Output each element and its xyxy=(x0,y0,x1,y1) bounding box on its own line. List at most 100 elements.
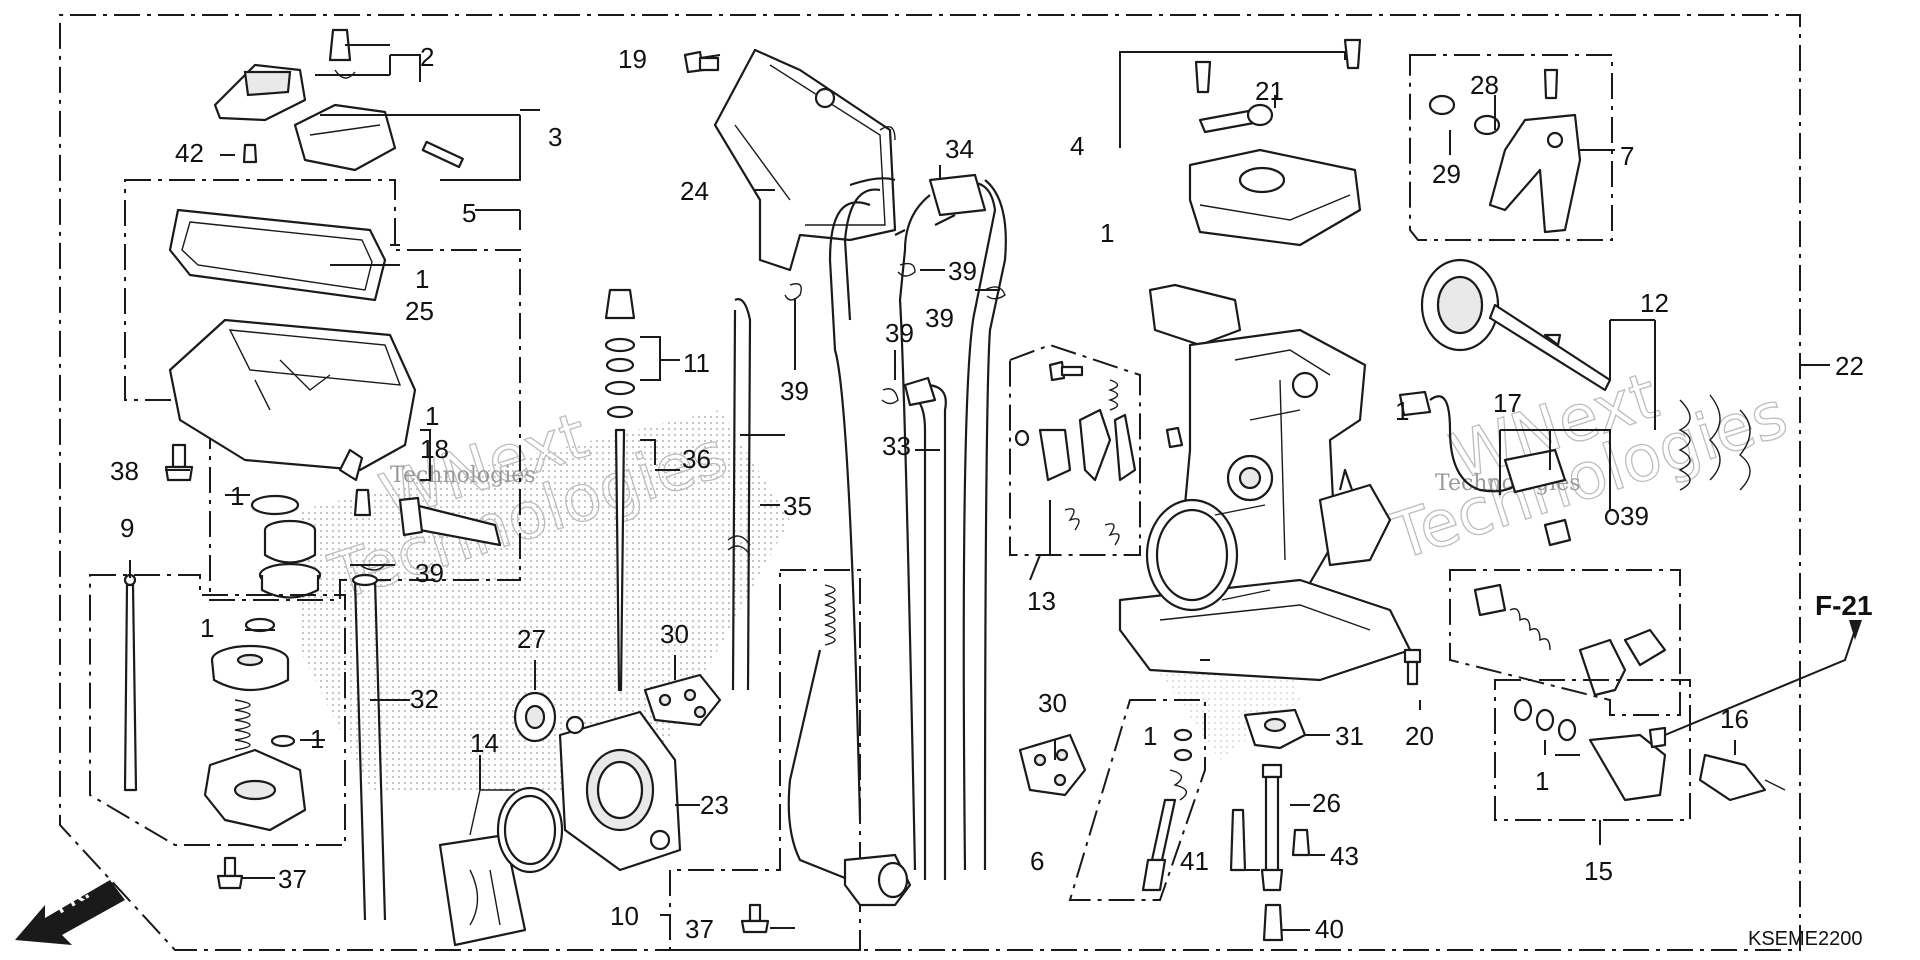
throttle-body-part-23 xyxy=(558,710,682,872)
callout-31: 31 xyxy=(1335,721,1364,751)
leader-lines xyxy=(129,44,1830,931)
hot-start-part-15 xyxy=(1513,698,1667,802)
callout-36: 36 xyxy=(682,444,711,474)
gasket-part-25 xyxy=(168,208,387,302)
throttle-lever-part xyxy=(843,853,912,907)
bracket-part-7 xyxy=(1428,68,1582,234)
jet-part-18 xyxy=(353,488,372,517)
bolt-part-38 xyxy=(164,443,194,482)
callout-39a: 39 xyxy=(415,558,444,588)
section-ref-label: F-21 xyxy=(1815,590,1873,621)
callout-16: 16 xyxy=(1720,704,1749,734)
callout-labels: 2 3 42 5 1 25 1 18 38 1 39 9 1 32 1 14 3… xyxy=(110,42,1864,944)
callout-1a: 1 xyxy=(415,264,429,294)
o-ring-part-pump xyxy=(270,734,296,748)
callout-39c: 39 xyxy=(948,256,977,286)
callout-39b: 39 xyxy=(780,376,809,406)
jet-part-2 xyxy=(328,28,352,62)
callout-42: 42 xyxy=(175,138,204,168)
pin-part xyxy=(421,140,464,169)
callout-43: 43 xyxy=(1330,841,1359,871)
callout-28: 28 xyxy=(1470,70,1499,100)
callout-5: 5 xyxy=(462,198,476,228)
svg-text:Technologies: Technologies xyxy=(390,463,536,488)
callout-33: 33 xyxy=(882,431,911,461)
callout-30a: 30 xyxy=(660,619,689,649)
sensor-group-box xyxy=(1449,569,1681,716)
callout-22: 22 xyxy=(1835,351,1864,381)
callout-32: 32 xyxy=(410,684,439,714)
spring-part-12 xyxy=(1678,394,1751,491)
cable-group-box xyxy=(669,569,861,951)
jet-part-43 xyxy=(1291,828,1311,857)
o-ring-part xyxy=(250,494,300,516)
callout-1h: 1 xyxy=(1535,766,1549,796)
callout-39e: 39 xyxy=(925,303,954,333)
hose-joint-34 xyxy=(928,173,987,217)
callout-11: 11 xyxy=(683,348,710,378)
callout-14: 14 xyxy=(470,728,499,758)
assembly-frame xyxy=(59,14,1801,951)
callout-29: 29 xyxy=(1432,159,1461,189)
overflow-hose-part-32 xyxy=(353,579,387,921)
sensor-part-17 xyxy=(1398,390,1620,547)
callout-7: 7 xyxy=(1620,141,1634,171)
bolt-part-19 xyxy=(683,50,720,74)
callout-1c: 1 xyxy=(230,481,244,511)
callout-26: 26 xyxy=(1312,788,1341,818)
callout-6: 6 xyxy=(1030,846,1044,876)
cover-group-bracket xyxy=(1119,51,1346,148)
emulsion-tube-part-26 xyxy=(1260,763,1284,892)
callout-10: 10 xyxy=(610,901,639,931)
callout-15: 15 xyxy=(1584,856,1613,886)
bolt-part-20 xyxy=(1403,648,1422,686)
callout-17: 17 xyxy=(1493,388,1522,418)
callout-40: 40 xyxy=(1315,914,1344,944)
callout-37a: 37 xyxy=(278,864,307,894)
callout-19: 19 xyxy=(618,44,647,74)
gasket-part-14 xyxy=(438,786,564,947)
cover-part-4 xyxy=(1188,38,1362,247)
callout-1i: 1 xyxy=(1395,396,1409,426)
callout-12: 12 xyxy=(1640,288,1669,318)
callout-38: 38 xyxy=(110,456,139,486)
clip-part-39a xyxy=(784,283,802,301)
callout-39d: 39 xyxy=(885,318,914,348)
throttle-cable-part xyxy=(787,649,851,882)
pump-cover-part xyxy=(203,748,307,832)
clip-part-39b xyxy=(897,262,916,277)
clip-part-39d xyxy=(881,388,899,405)
pump-group-box xyxy=(89,574,346,846)
callout-27: 27 xyxy=(517,624,546,654)
cover-part-24 xyxy=(713,48,897,272)
diagram-code: KSEME2200 xyxy=(1748,928,1863,950)
screw-part-42 xyxy=(242,143,258,164)
callout-39f: 39 xyxy=(1620,501,1649,531)
hose-part-34 xyxy=(898,181,997,871)
callout-1b: 1 xyxy=(425,401,439,431)
insulator-part-27 xyxy=(513,691,557,743)
needle-jet-part-6 xyxy=(1141,728,1193,892)
jet-needle-part-36 xyxy=(604,288,636,692)
needle-jet-group-box xyxy=(1068,699,1206,901)
throttle-cable-spring xyxy=(824,584,836,646)
callout-2: 2 xyxy=(420,42,434,72)
throttle-stop-part-12 xyxy=(1420,258,1612,392)
callout-3: 3 xyxy=(548,122,562,152)
fitting-parts xyxy=(1473,583,1667,697)
callout-25: 25 xyxy=(405,296,434,326)
vent-hose-part-35 xyxy=(731,298,752,691)
callout-9: 9 xyxy=(120,513,134,543)
callout-21: 21 xyxy=(1255,76,1284,106)
clip-part-39c xyxy=(984,286,1006,300)
needle-valve-part xyxy=(398,496,502,547)
screw-part-37b xyxy=(740,903,770,934)
callout-41: 41 xyxy=(1180,846,1209,876)
plug-part-16 xyxy=(1698,753,1786,802)
callout-24: 24 xyxy=(680,176,709,206)
pump-spring-part xyxy=(234,699,251,751)
callout-35: 35 xyxy=(783,491,812,521)
callout-4: 4 xyxy=(1070,131,1084,161)
callout-1d: 1 xyxy=(200,613,214,643)
hot-start-group-box xyxy=(1494,679,1691,821)
